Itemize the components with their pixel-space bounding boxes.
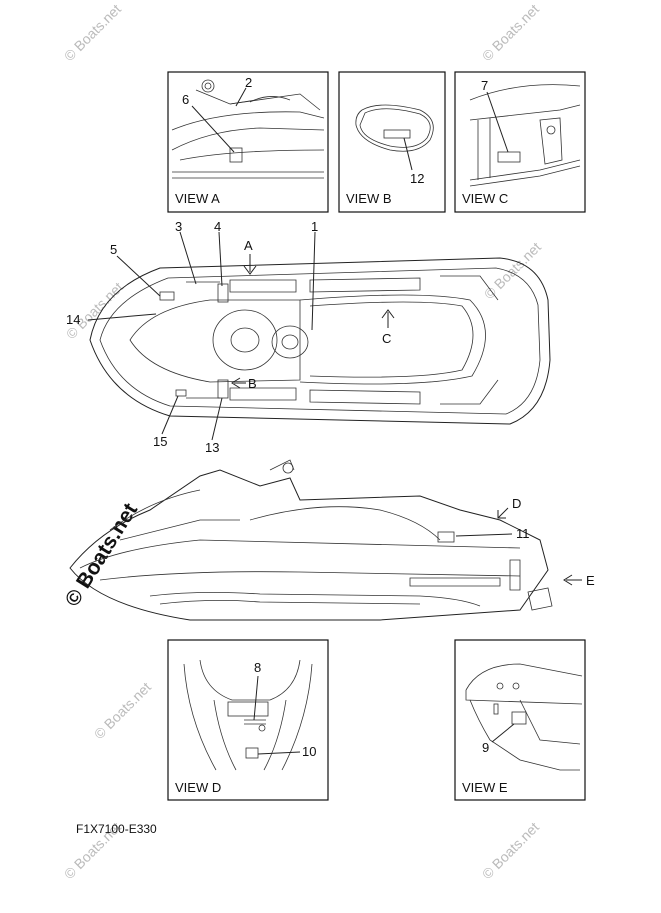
arrow-b-label: B <box>248 376 257 391</box>
view-c-title: VIEW C <box>462 191 508 206</box>
view-b-title: VIEW B <box>346 191 392 206</box>
part-9-label: 9 <box>482 740 489 755</box>
side-view-craft: D E 11 <box>69 459 595 621</box>
view-a-title: VIEW A <box>175 191 220 206</box>
view-a-panel: 6 2 VIEW A <box>167 71 329 213</box>
part-12-label: 12 <box>410 171 424 186</box>
part-8-label: 8 <box>254 660 261 675</box>
view-e-panel: 9 VIEW E <box>454 639 586 801</box>
watermark-top-left: © Boats.net <box>61 1 124 64</box>
part-3-label: 3 <box>175 219 182 234</box>
view-b-panel: 12 VIEW B <box>338 71 446 213</box>
view-c-panel: 7 VIEW C <box>454 71 586 213</box>
part-14-label: 14 <box>66 312 80 327</box>
part-11-label: 11 <box>516 526 530 541</box>
view-d-panel: 8 10 VIEW D <box>167 639 329 801</box>
watermark-mid-left: © Boats.net <box>63 279 126 342</box>
part-6-label: 6 <box>182 92 189 107</box>
watermark-top-right: © Boats.net <box>479 1 542 64</box>
part-2-label: 2 <box>245 75 252 90</box>
arrow-a-label: A <box>244 238 253 253</box>
part-4-label: 4 <box>214 219 221 234</box>
part-7-label: 7 <box>481 78 488 93</box>
view-e-title: VIEW E <box>462 780 508 795</box>
top-view-craft: A B C 5 3 4 1 14 15 13 <box>66 219 551 455</box>
part-15-label: 15 <box>153 434 167 449</box>
diagram-code: F1X7100-E330 <box>76 822 157 836</box>
view-d-title: VIEW D <box>175 780 221 795</box>
arrow-c-label: C <box>382 331 391 346</box>
arrow-d-label: D <box>512 496 521 511</box>
part-1-label: 1 <box>311 219 318 234</box>
part-13-label: 13 <box>205 440 219 455</box>
watermark-low-left: © Boats.net <box>91 679 154 742</box>
part-5-label: 5 <box>110 242 117 257</box>
arrow-e-label: E <box>586 573 595 588</box>
watermark-mid-right: © Boats.net <box>481 239 544 302</box>
watermark-bottom-right: © Boats.net <box>479 819 542 882</box>
part-10-label: 10 <box>302 744 316 759</box>
